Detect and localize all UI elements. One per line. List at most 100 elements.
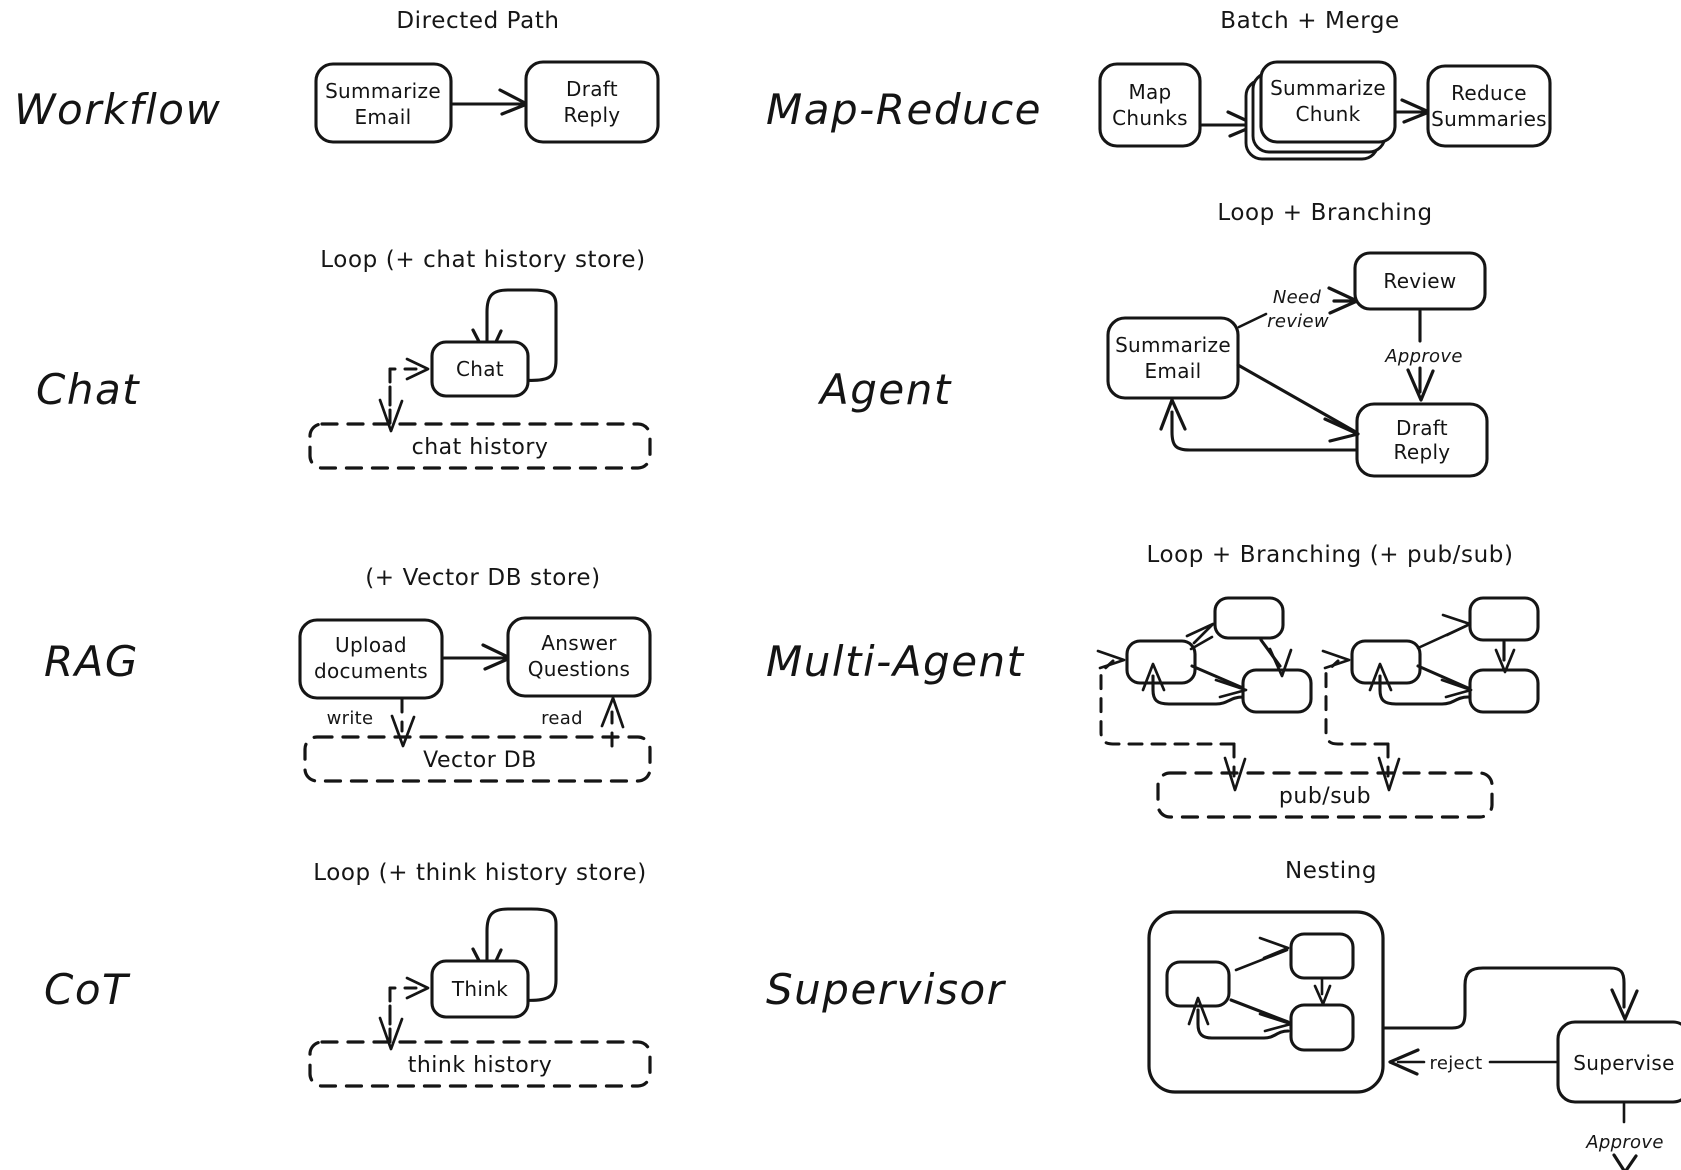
edge-s2 [1313,978,1332,1006]
edge-summarize-to-draft [451,88,529,116]
edge-write-to-vector-db: write [327,697,416,748]
node-answer-questions[interactable]: Answer Questions [506,616,652,698]
node-map-chunks[interactable]: Map Chunks [1098,62,1202,148]
node-reduce-summaries[interactable]: Reduce Summaries [1426,64,1552,148]
edge-b-to-pubsub [1377,742,1401,792]
edge-b2 [1494,640,1516,674]
edge-label-need: Need [1273,287,1322,308]
node-chat[interactable]: Chat [430,340,530,398]
node-review[interactable]: Review [1353,251,1487,311]
edge-need-review: Need review [1237,286,1359,332]
edge-label-approve-supervisor: Approve [1585,1132,1663,1153]
row-label-rag: RAG [44,637,139,686]
row-label-multi-agent: Multi-Agent [766,637,1025,686]
node-label: Draft [566,77,618,101]
node-label: Summaries [1431,107,1547,131]
node-blank[interactable] [1289,932,1355,980]
edge-label-approve: Approve [1384,346,1462,367]
node-blank[interactable] [1468,668,1540,714]
node-blank[interactable] [1350,639,1422,685]
node-label: Reply [1394,440,1451,464]
store-pub-sub[interactable]: pub/sub [1156,771,1494,819]
caption-vector-db-store: (+ Vector DB store) [365,565,601,591]
node-draft-reply-workflow[interactable]: Draft Reply [524,60,660,144]
node-label: Think [451,977,508,1001]
node-summarize-chunk-stack[interactable]: Summarize Chunk [1244,60,1397,161]
edge-label-read: read [541,708,583,729]
node-label: Email [1145,359,1202,383]
node-agent-draft-reply[interactable]: Draft Reply [1355,402,1489,478]
edge-s1 [1234,936,1290,972]
node-agent-summarize-email[interactable]: Summarize Email [1106,316,1240,400]
supervisor-agent-group[interactable] [1147,910,1385,1094]
node-blank[interactable] [1213,596,1285,640]
node-think[interactable]: Think [430,959,530,1019]
node-label: Chunks [1112,106,1188,130]
node-label: Review [1383,269,1456,293]
row-label-agent: Agent [817,365,952,414]
node-label: Summarize [325,79,441,103]
multi-agent-graph-a [1096,596,1313,792]
edge-a4 [1141,662,1245,706]
edge-s4 [1187,996,1290,1040]
edge-chat-history-link [378,357,430,433]
edge-label-write: write [327,708,374,729]
node-label: Summarize [1115,333,1231,357]
node-blank[interactable] [1125,639,1197,685]
edge-label-review: review [1267,311,1329,332]
node-summarize-email-workflow[interactable]: Summarize Email [314,62,453,144]
node-label: Questions [528,657,631,681]
edge-a-to-pubsub [1223,742,1247,792]
node-label: Reduce [1451,81,1527,105]
multi-agent-graph-b [1321,596,1540,792]
node-label: Draft [1396,416,1448,440]
node-blank[interactable] [1165,960,1231,1008]
caption-loop-branching-pubsub: Loop + Branching (+ pub/sub) [1146,542,1513,568]
caption-batch-merge: Batch + Merge [1220,8,1400,34]
edge-summarize-to-draft-agent [1236,363,1360,443]
node-supervise[interactable]: Supervise [1556,1020,1681,1104]
edge-group-to-supervise [1381,966,1639,1030]
edge-s3 [1229,998,1293,1033]
node-label: Reply [564,103,621,127]
caption-loop-think: Loop (+ think history store) [313,860,647,886]
node-blank[interactable] [1289,1003,1355,1052]
node-blank[interactable] [1241,668,1313,714]
node-label: Supervise [1573,1051,1674,1075]
edge-a1 [1185,622,1215,651]
store-label: think history [408,1053,553,1078]
edge-b3 [1416,664,1473,699]
node-label: Answer [541,631,617,655]
store-label: pub/sub [1279,784,1371,809]
edge-b1 [1416,613,1472,650]
edge-label-reject: reject [1430,1053,1483,1074]
row-label-cot: CoT [44,965,131,1014]
node-label: Map [1128,80,1171,104]
caption-directed-path: Directed Path [396,8,559,34]
caption-nesting: Nesting [1285,858,1377,884]
store-vector-db[interactable]: Vector DB [303,735,652,783]
store-chat-history[interactable]: chat history [308,422,652,470]
edge-approve: Approve [1384,309,1462,402]
edge-reject: reject [1388,1048,1558,1076]
edge-b4 [1368,662,1470,706]
row-label-map-reduce: Map-Reduce [766,85,1042,134]
row-label-supervisor: Supervisor [766,965,1007,1014]
edge-supervise-approve: Approve [1585,1102,1663,1170]
node-blank[interactable] [1468,596,1540,642]
edge-a-inbound-dashed [1096,649,1236,746]
node-upload-documents[interactable]: Upload documents [298,618,444,700]
row-label-workflow: Workflow [14,85,221,134]
node-label: documents [314,659,428,683]
edge-draft-back-to-summarize [1159,398,1359,452]
edge-upload-to-answer [442,643,512,671]
edge-a3 [1190,664,1248,699]
store-think-history[interactable]: think history [308,1040,652,1088]
store-label: chat history [412,435,549,460]
node-label: Chunk [1295,102,1360,126]
edge-b-inbound-dashed [1321,649,1390,746]
caption-loop-branching: Loop + Branching [1217,200,1432,226]
edge-think-history-link [378,976,430,1051]
